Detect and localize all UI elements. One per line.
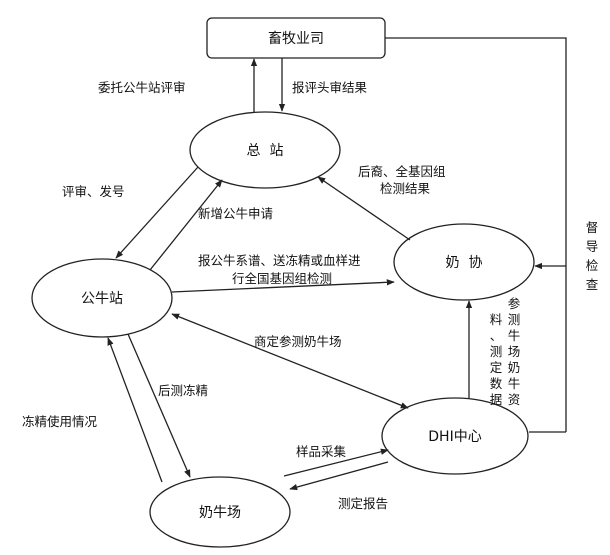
label-semen-usage: 冻精使用情况: [22, 414, 98, 429]
node-ministry: 畜牧业司: [206, 17, 386, 59]
vertical-char: 场: [508, 344, 521, 359]
label-offspring-genome-2: 检测结果: [380, 181, 431, 196]
label-test-report: 测定报告: [338, 496, 388, 511]
edge-bull-to-association: [171, 279, 395, 293]
edge-supervision-line: [385, 37, 567, 432]
edge-head-to-bull: [115, 166, 199, 259]
vertical-char: 定: [490, 360, 503, 375]
vertical-char: 参: [508, 296, 521, 311]
node-dairy-farm-label: 奶牛场: [199, 505, 241, 521]
vertical-char: 导: [586, 239, 599, 254]
vertical-char: 督: [586, 220, 599, 235]
node-association: 奶 协: [393, 223, 535, 301]
vertical-char: 料: [490, 312, 503, 327]
edge-bull-dhi: [171, 313, 409, 409]
node-head-station-label: 总 站: [247, 143, 284, 159]
label-entrust-review: 委托公牛站评审: [98, 80, 186, 95]
vertical-char: 测: [508, 312, 521, 327]
edge-bull-to-head: [149, 179, 223, 271]
vertical-char: 牛: [508, 376, 521, 391]
vertical-char: 据: [490, 392, 503, 407]
edge-bull-to-farm: [127, 333, 191, 478]
node-bull-station: 公牛站: [31, 258, 173, 338]
vertical-char: 奶: [508, 360, 521, 375]
label-report-results: 报评头审结果: [292, 80, 368, 95]
node-bull-station-label: 公牛站: [81, 291, 123, 307]
edge-farm-to-bull: [107, 337, 163, 483]
label-review-number: 评审、发号: [62, 184, 125, 199]
vertical-char: 查: [586, 277, 599, 292]
edge-association-to-head: [317, 176, 411, 241]
node-dhi-center-label: DHI中心: [428, 429, 481, 445]
vertical-char: 资: [508, 392, 521, 407]
vertical-char: 检: [586, 258, 599, 273]
label-pedigree-1: 报公牛系谱、送冻精或血样进: [198, 253, 361, 268]
label-pedigree-2: 行全国基因组检测: [232, 271, 332, 286]
label-offspring-genome-1: 后裔、全基因组: [358, 164, 446, 179]
edge-farm-to-dhi: [283, 448, 389, 477]
vertical-char: 数: [490, 376, 503, 391]
node-association-label: 奶 协: [446, 255, 483, 271]
label-sample-collection: 样品采集: [296, 444, 347, 459]
edge-dhi-to-farm: [289, 461, 389, 491]
node-dairy-farm: 奶牛场: [149, 476, 291, 548]
node-head-station: 总 站: [189, 111, 341, 189]
vertical-char: 牛: [508, 328, 521, 343]
label-progeny-semen: 后测冻精: [158, 383, 208, 398]
node-dhi-center: DHI中心: [381, 397, 529, 475]
vertical-char: 测: [490, 344, 503, 359]
node-ministry-label: 畜牧业司: [268, 31, 324, 47]
vertical-char: 、: [490, 328, 503, 343]
label-new-bull-application: 新增公牛申请: [198, 206, 273, 221]
label-negotiate-farms: 商定参测奶牛场: [254, 334, 342, 349]
